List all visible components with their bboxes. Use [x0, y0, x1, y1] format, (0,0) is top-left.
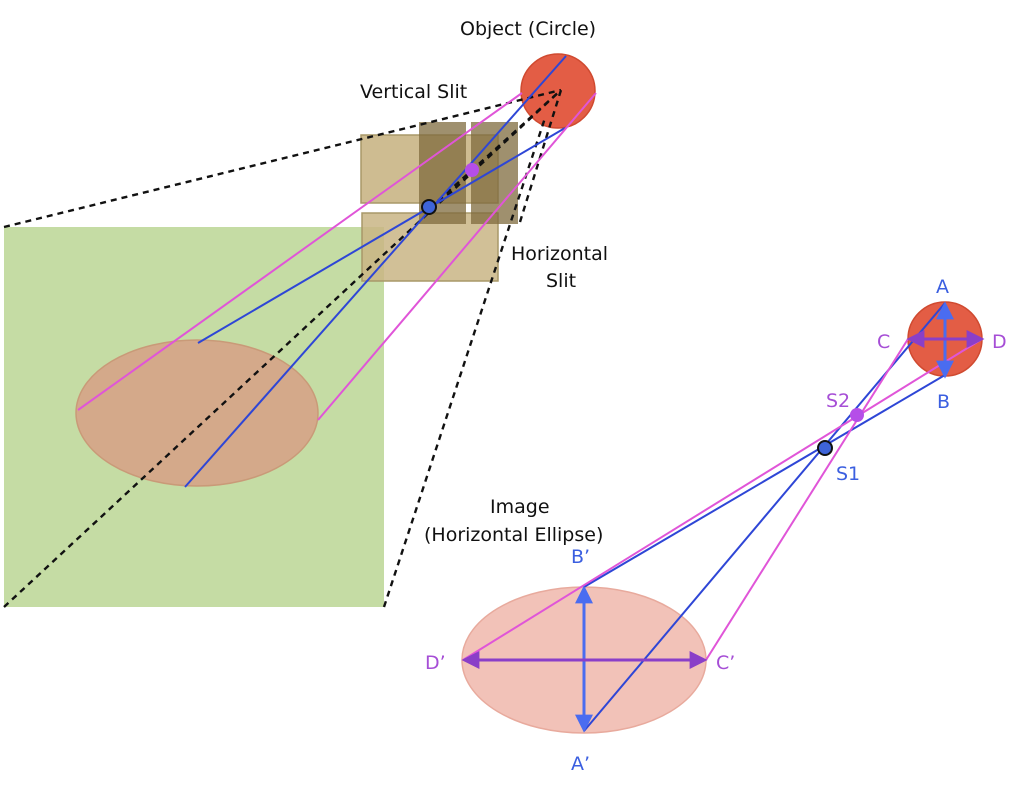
label-c-prime: C’ [716, 652, 735, 674]
label-a: A [936, 276, 949, 298]
vertical-slit-label: Vertical Slit [360, 81, 467, 103]
label-s1: S1 [836, 463, 860, 485]
horizontal-slit-label-1: Horizontal [511, 243, 608, 265]
s2-point-left [465, 163, 479, 177]
label-c: C [877, 331, 890, 353]
left-rays [77, 55, 597, 488]
image-label-1: Image [490, 496, 550, 518]
projected-ellipse [75, 339, 319, 487]
label-b: B [937, 391, 950, 413]
label-s2: S2 [826, 390, 850, 412]
s1-point-left [421, 199, 437, 215]
frustum-lines [3, 88, 563, 608]
vertical-slit-plate-right [471, 122, 518, 224]
image-label-2: (Horizontal Ellipse) [424, 524, 603, 546]
right-rays [462, 302, 983, 732]
s1-point [817, 440, 833, 456]
horizontal-slit-label-2: Slit [546, 270, 576, 292]
object-label: Object (Circle) [460, 18, 596, 40]
label-a-prime: A’ [571, 753, 590, 775]
s2-point [850, 408, 864, 422]
label-b-prime: B’ [571, 546, 590, 568]
label-d: D [992, 331, 1007, 353]
label-d-prime: D’ [425, 652, 446, 674]
